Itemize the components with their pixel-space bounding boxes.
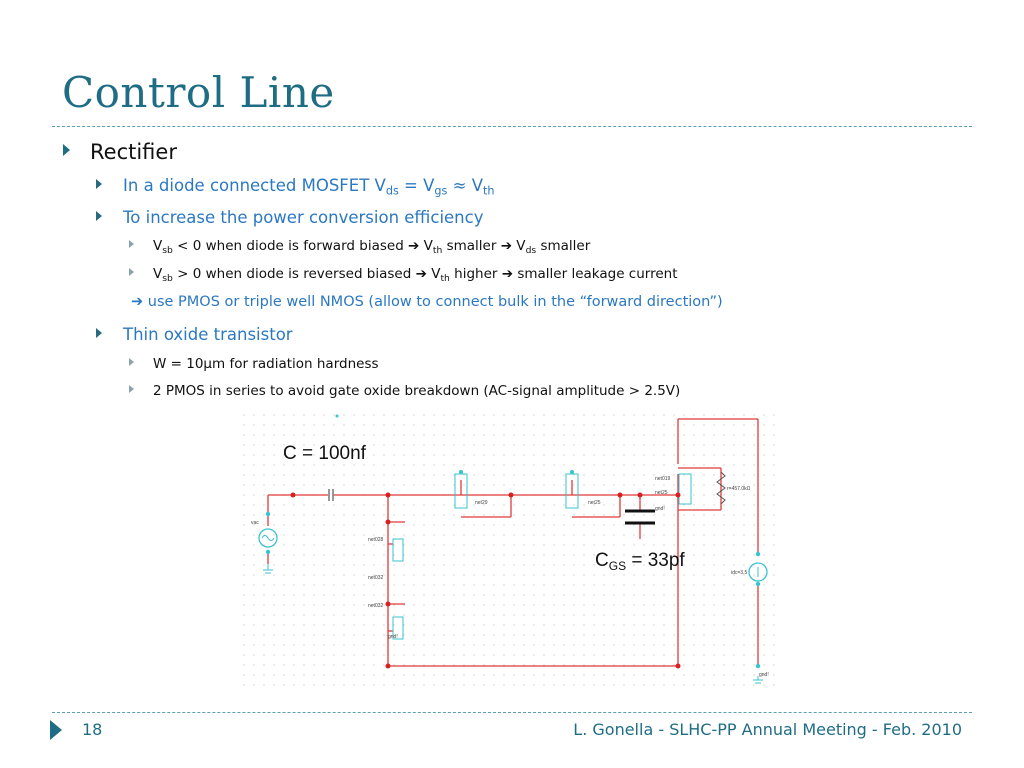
text-run: smaller ➔ V (442, 238, 526, 254)
label-c: C = 100nf (283, 443, 367, 464)
bullet-text: Thin oxide transistor (123, 325, 293, 344)
title-divider (52, 126, 972, 127)
net-label: vac (251, 520, 259, 526)
bullet-text: 2 PMOS in series to avoid gate oxide bre… (153, 383, 681, 399)
bullet-arrow-icon (129, 268, 134, 276)
text-run: smaller (536, 238, 591, 254)
subscript: gs (434, 184, 448, 198)
subscript: th (440, 272, 450, 284)
capacitor-c-icon (328, 489, 334, 501)
footer-arrow-icon (50, 720, 62, 740)
net-label: idc=3.5 (731, 570, 747, 576)
net-label: net29 (475, 500, 488, 506)
bullet-arrow-icon (129, 358, 134, 366)
bullet-vsb-forward: Vsb < 0 when diode is forward biased ➔ V… (129, 238, 591, 256)
text-run: ≈ V (447, 176, 483, 195)
text-run: V (153, 266, 163, 282)
bullet-arrow-icon (129, 240, 134, 248)
net-label: net032 (368, 575, 384, 581)
net-label: gnd! (759, 672, 769, 678)
net-label: net028 (368, 537, 384, 543)
text-run: = V (398, 176, 435, 195)
net-label: net25 (655, 490, 668, 496)
net-label: net032 (368, 603, 384, 609)
subscript: ds (385, 184, 399, 198)
footer-divider (52, 712, 972, 713)
subscript: sb (162, 272, 173, 284)
bullet-text: W = 10μm for radiation hardness (153, 356, 379, 372)
bullet-rectifier: Rectifier (63, 140, 177, 164)
grid-background (243, 414, 783, 694)
bullet-use-pmos: ➔ use PMOS or triple well NMOS (allow to… (131, 294, 723, 310)
bullet-text: To increase the power conversion efficie… (123, 208, 484, 227)
wires (267, 418, 759, 667)
net-labels: net019 net25 net25 net29 net028 net032 n… (251, 476, 769, 678)
net-label: net019 (655, 476, 671, 482)
bullet-two-pmos: 2 PMOS in series to avoid gate oxide bre… (129, 383, 680, 399)
subscript: ds (525, 244, 537, 256)
text-run: = 33pf (626, 550, 685, 571)
page-number: 18 (82, 720, 103, 739)
bullet-arrow-icon (63, 144, 70, 156)
bullet-text: ➔ use PMOS or triple well NMOS (allow to… (131, 294, 723, 310)
bullet-thin-oxide: Thin oxide transistor (96, 325, 293, 344)
capacitor-cgs-icon (625, 509, 655, 525)
ground-icon (263, 564, 763, 684)
dc-source-icon (748, 562, 768, 582)
slide-title: Control Line (62, 68, 335, 117)
bullet-arrow-icon (96, 179, 102, 189)
net-label: gnd! (388, 634, 398, 640)
text-run: V (153, 238, 163, 254)
footer-text: L. Gonella - SLHC-PP Annual Meeting - Fe… (573, 720, 962, 739)
label-cgs: CGS = 33pf (595, 550, 685, 573)
subscript: sb (162, 244, 173, 256)
subscript: GS (609, 559, 626, 573)
bullet-arrow-icon (129, 385, 134, 393)
subscript: th (432, 244, 443, 256)
rectifier-schematic: C = 100nf CGS = 33pf net019 net25 net25 … (243, 414, 783, 694)
text-run: < 0 when diode is forward biased ➔ V (172, 238, 433, 254)
bullet-text: Vsb < 0 when diode is forward biased ➔ V… (153, 238, 591, 256)
text-run: higher ➔ smaller leakage current (449, 266, 678, 282)
bullet-text: Rectifier (90, 140, 177, 164)
net-label: r=457.0kΩ (727, 486, 751, 492)
bullet-text: In a diode connected MOSFET Vds = Vgs ≈ … (123, 176, 495, 198)
ac-source-icon (258, 528, 278, 548)
bullet-vsb-reverse: Vsb > 0 when diode is reversed biased ➔ … (129, 266, 678, 284)
junction-nodes (290, 492, 681, 669)
resistor-icon (716, 471, 726, 505)
bullet-arrow-icon (96, 211, 102, 221)
text-run: > 0 when diode is reversed biased ➔ V (172, 266, 441, 282)
terminal-points (265, 414, 761, 669)
bullet-arrow-icon (96, 328, 102, 338)
net-label: net25 (588, 500, 601, 506)
bullet-power-efficiency: To increase the power conversion efficie… (96, 208, 483, 227)
subscript: th (482, 184, 495, 198)
text-run: C (595, 550, 609, 571)
bullet-diode-mosfet: In a diode connected MOSFET Vds = Vgs ≈ … (96, 176, 495, 198)
bullet-width: W = 10μm for radiation hardness (129, 356, 379, 372)
net-label: gnd! (655, 506, 665, 512)
text-run: In a diode connected MOSFET V (123, 176, 386, 195)
bullet-text: Vsb > 0 when diode is reversed biased ➔ … (153, 266, 678, 284)
